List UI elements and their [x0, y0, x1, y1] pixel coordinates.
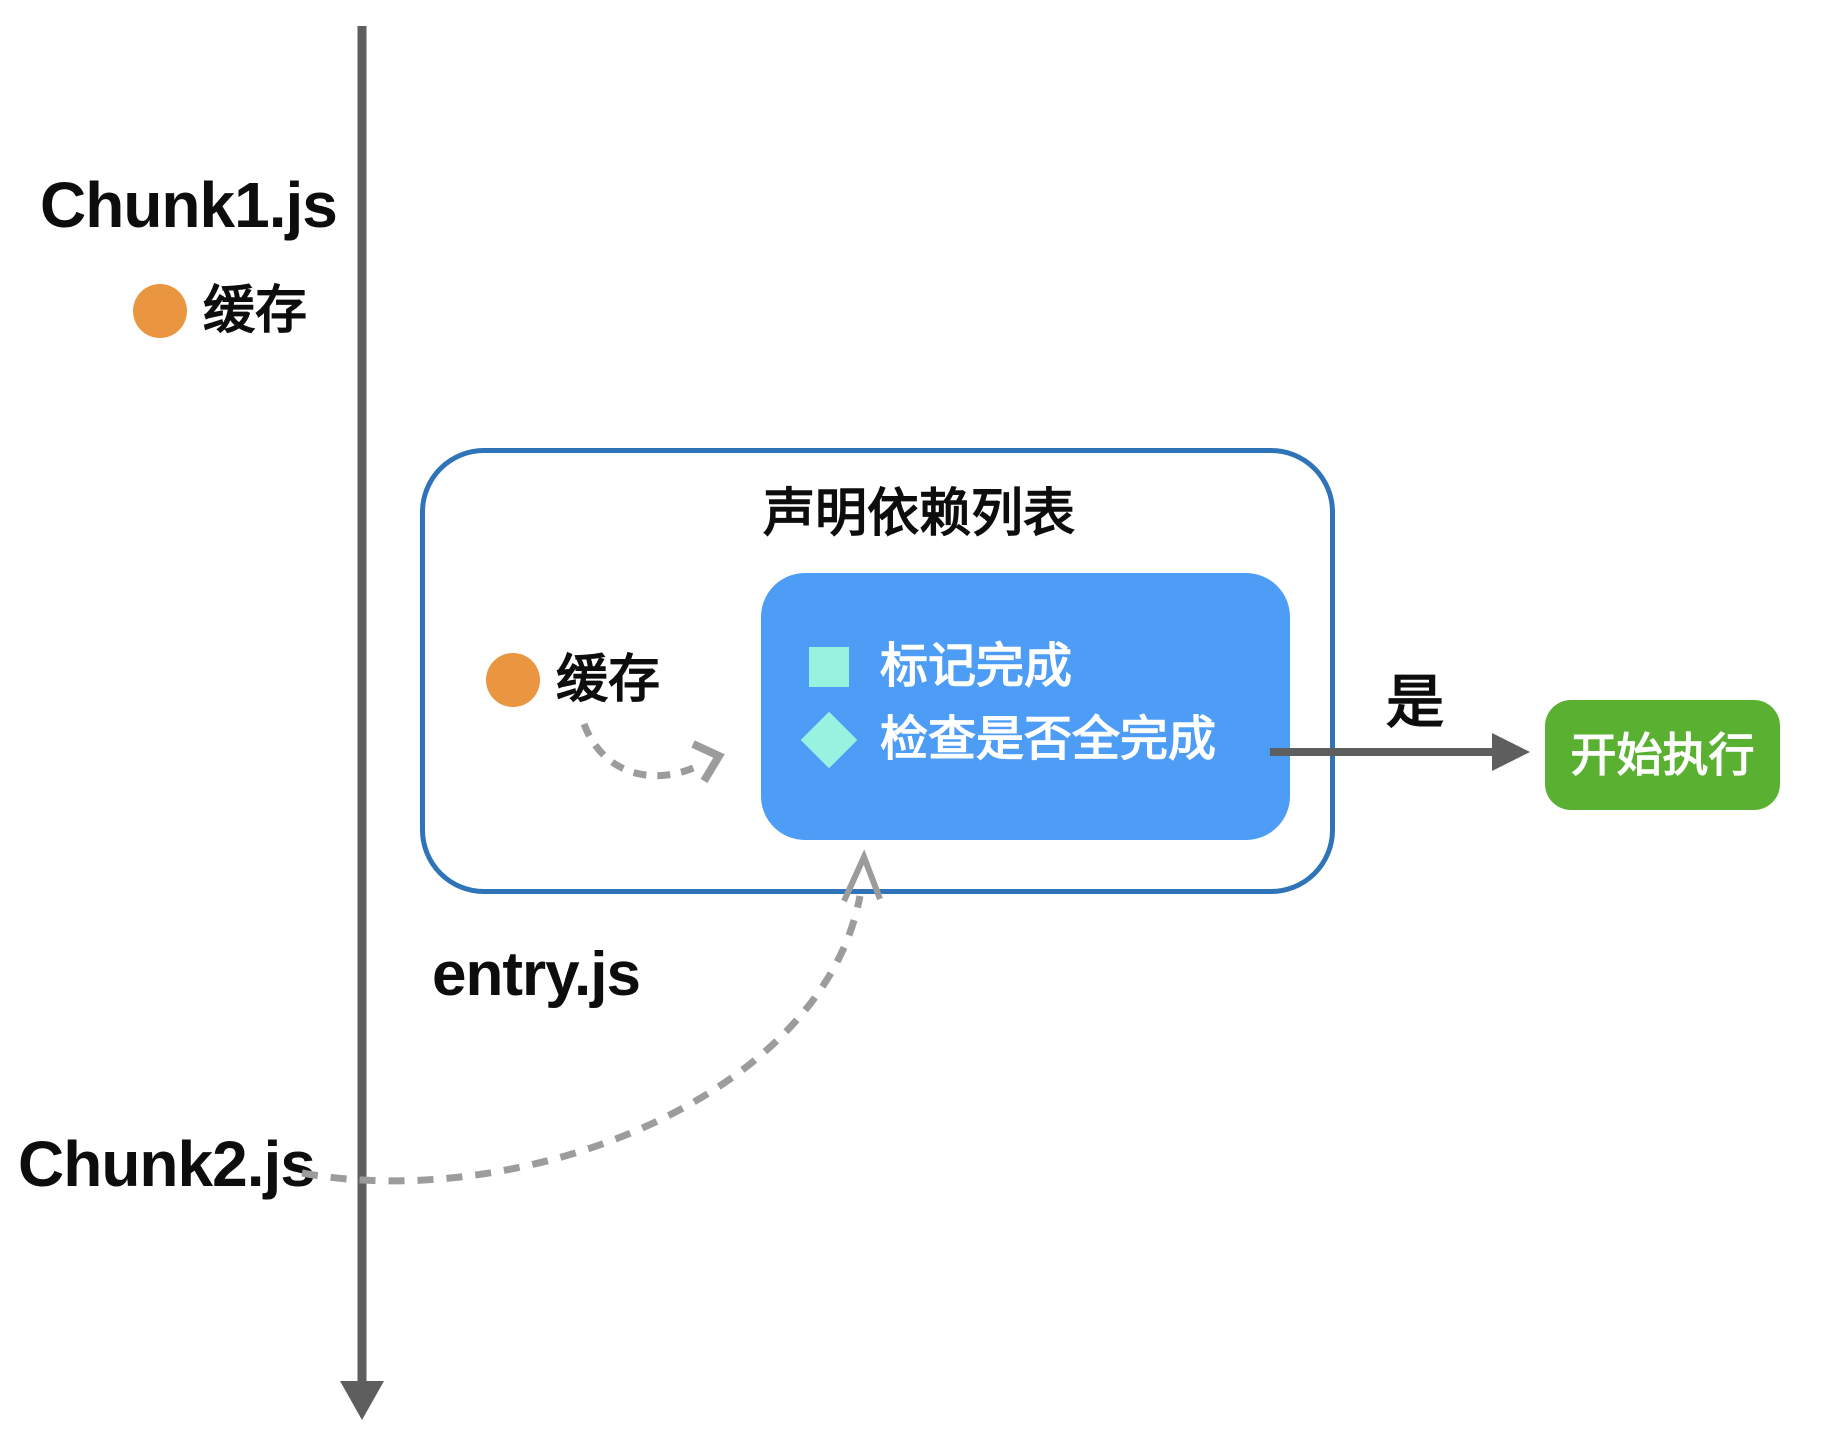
timeline-arrow	[340, 26, 384, 1420]
chunk2-label: Chunk2.js	[18, 1128, 316, 1200]
chunk2-dashed-arrow	[301, 849, 883, 1185]
dependency-list-box: 声明依赖列表 缓存 标记完成 检查是否全完成	[420, 448, 1335, 894]
dep-item-check-all-complete: 检查是否全完成	[800, 711, 1217, 769]
dep-item-label: 检查是否全完成	[880, 713, 1217, 766]
cache-label: 缓存	[203, 282, 308, 340]
entry-js-label: entry.js	[432, 940, 641, 1009]
diamond-icon	[800, 711, 858, 769]
cache-label: 缓存	[556, 651, 661, 709]
dependency-list-title: 声明依赖列表	[763, 485, 1076, 543]
square-icon	[809, 647, 849, 687]
orange-dot-icon	[486, 653, 540, 707]
yes-branch-label: 是	[1386, 670, 1445, 735]
dep-item-mark-complete: 标记完成	[801, 639, 1072, 695]
start-execution-label: 开始执行	[1570, 729, 1755, 781]
icon-slot	[801, 639, 857, 695]
cache-row-outside: 缓存	[133, 283, 307, 339]
dep-item-label: 标记完成	[880, 640, 1073, 693]
dependency-actions-box: 标记完成 检查是否全完成	[761, 573, 1290, 840]
cache-row-inside: 缓存	[486, 652, 660, 708]
start-execution-box: 开始执行	[1545, 700, 1780, 810]
icon-slot	[800, 711, 858, 769]
orange-dot-icon	[133, 284, 187, 338]
chunk1-label: Chunk1.js	[40, 169, 338, 241]
